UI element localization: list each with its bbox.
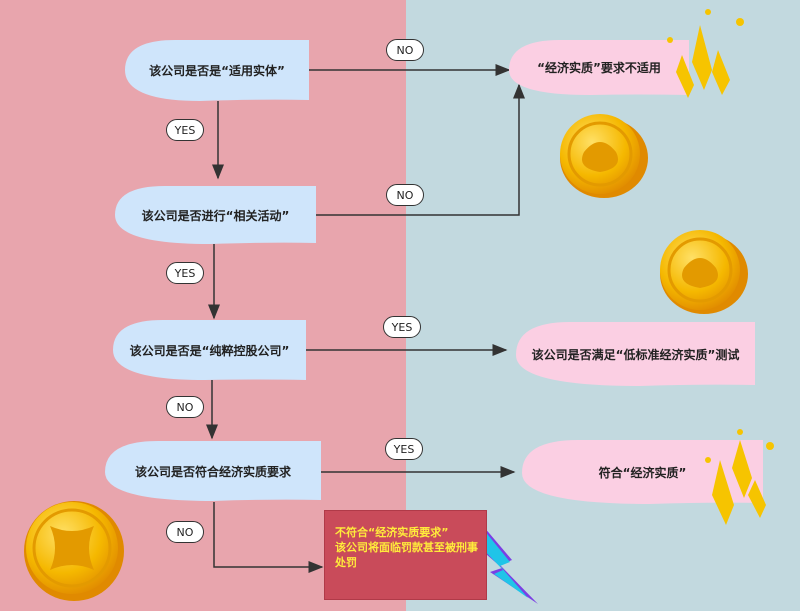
node-shape-q3 [113,320,306,380]
right-panel-background [406,0,800,611]
gold-coin-icon [660,230,748,314]
edge-q4-no [213,502,324,573]
result-node-compliant: 符合“经济实质” [598,465,687,480]
edge-label-q3-yes: YES [383,316,421,338]
node-shape-q4 [105,441,321,501]
edge-label-q3-no: NO [166,396,204,418]
penalty-warning-box: 不符合“经济实质要求” 该公司将面临罚款甚至被刑事 处罚 [324,510,487,600]
edge-label-q2-no: NO [386,184,424,206]
question-node-pure-holding: 该公司是否是“纯粹控股公司” [129,343,290,358]
question-node-economic-substance: 该公司是否符合经济实质要求 [134,464,291,479]
edge-q2-no [316,83,525,216]
penalty-warning-line: 该公司将面临罚款甚至被刑事 [335,541,478,554]
edge-label-q1-yes: YES [166,119,204,141]
result-node-not-applicable: “经济实质”要求不适用 [537,61,661,75]
question-node-applicable-entity: 该公司是否是“适用实体” [149,63,285,78]
sparkle-icon [667,9,774,525]
penalty-warning-line: 处罚 [335,556,357,569]
question-node-relevant-activity: 该公司是否进行“相关活动” [141,208,290,223]
node-shape-r3 [516,322,755,386]
edge-label-q4-no: NO [166,521,204,543]
node-shape-q2 [115,186,316,244]
gold-coin-icon [560,114,648,198]
lightning-icon [470,520,538,604]
result-node-reduced-test: 该公司是否满足“低标准经济实质”测试 [531,347,740,362]
edge-label-q4-yes: YES [385,438,423,460]
penalty-warning-title: 不符合“经济实质要求” [335,526,449,539]
square-hole-coin-icon [24,501,124,601]
node-shape-q1 [125,40,309,101]
node-shape-r1 [509,40,689,95]
edge-label-q2-yes: YES [166,262,204,284]
edge-label-q1-no: NO [386,39,424,61]
node-shape-r4 [522,440,763,504]
